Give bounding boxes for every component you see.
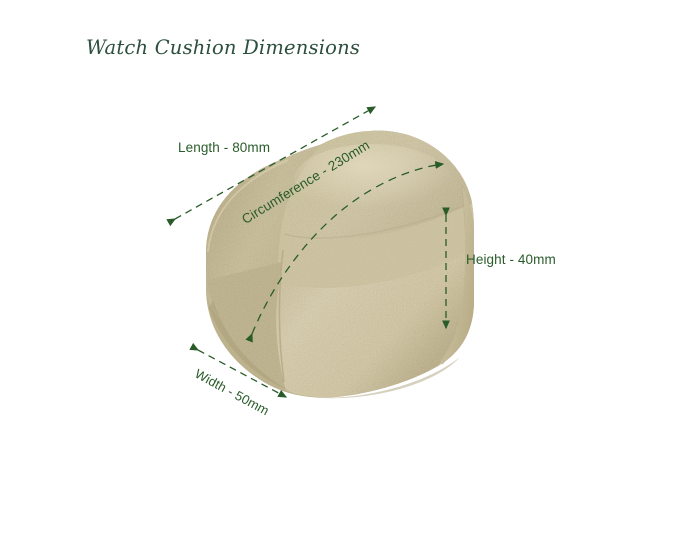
width-dimension-line: [189, 342, 288, 398]
cushion-base-shadow: [290, 357, 460, 399]
circumference-dimension-line: [245, 161, 445, 343]
length-label: Length - 80mm: [178, 140, 271, 155]
page-title: Watch Cushion Dimensions: [86, 36, 361, 59]
cushion-right-end: [438, 186, 474, 366]
height-label: Height - 40mm: [466, 252, 556, 267]
cushion-body: [206, 130, 474, 399]
